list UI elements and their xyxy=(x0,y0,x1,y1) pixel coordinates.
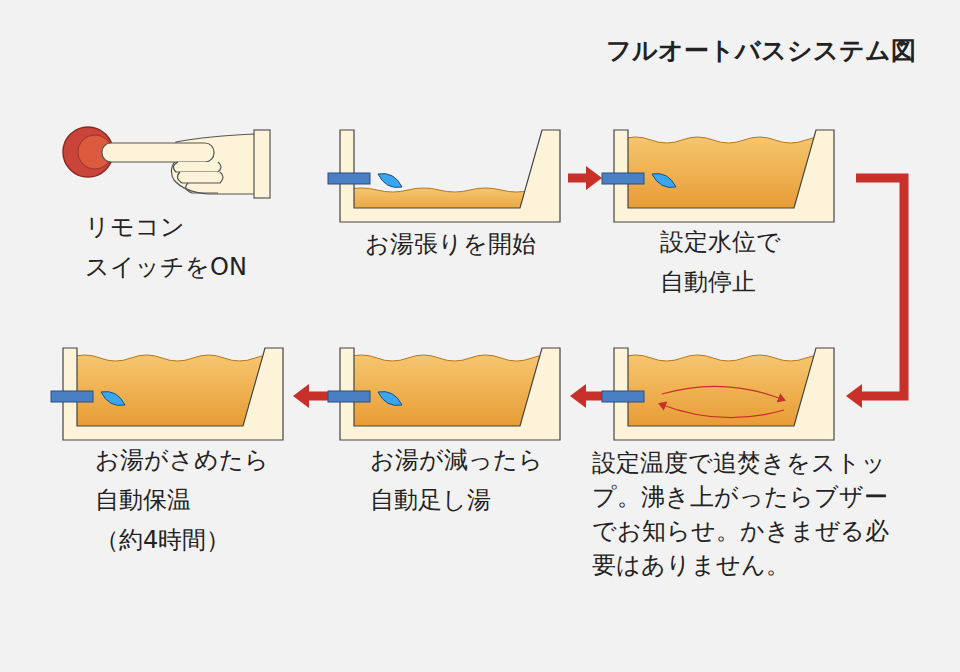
step-caption: お湯が減ったら 自動足し湯 xyxy=(370,440,543,520)
inlet-pipe xyxy=(602,391,644,402)
bath-step: お湯張りを開始 xyxy=(340,130,560,222)
bathtub-shape xyxy=(614,348,834,440)
remote-step: リモコン スイッチをON xyxy=(58,122,272,196)
finger xyxy=(102,143,214,162)
flow-arrow xyxy=(856,178,904,396)
inlet-pipe xyxy=(328,391,370,402)
water-surface xyxy=(620,355,837,361)
finger-curl xyxy=(177,172,223,183)
inlet-pipe xyxy=(51,391,93,402)
bathtub-shape xyxy=(340,348,560,440)
bathtub-shape xyxy=(614,130,834,222)
remote-illustration xyxy=(58,122,272,196)
step-caption: リモコン スイッチをON xyxy=(85,207,247,287)
water-flow xyxy=(378,174,402,188)
bath-step: 設定水位で 自動停止 xyxy=(614,130,834,222)
water-flow xyxy=(101,392,125,406)
step-caption: 設定温度で追焚きをストップ。沸き上がったらブザーでお知らせ。かきまぜる必要はあり… xyxy=(592,446,896,582)
step-caption: お湯がさめたら 自動保温 （約4時間） xyxy=(95,440,269,560)
inlet-pipe xyxy=(328,173,370,184)
hand xyxy=(102,130,270,198)
bath-step: 設定温度で追焚きをストップ。沸き上がったらブザーでお知らせ。かきまぜる必要はあり… xyxy=(614,348,834,440)
tub-frame xyxy=(63,348,283,440)
tub-frame xyxy=(340,348,560,440)
circulation-arrow xyxy=(660,404,784,418)
water-flow xyxy=(378,392,402,406)
tub-frame xyxy=(614,348,834,440)
water-surface xyxy=(346,355,563,361)
circulation-arrow xyxy=(662,386,784,400)
bathtub-shape xyxy=(340,130,560,222)
step-caption: お湯張りを開始 xyxy=(365,224,536,264)
inlet-pipe xyxy=(602,173,644,184)
flow-arrow xyxy=(309,392,328,401)
tub-frame xyxy=(340,130,560,222)
flow-arrow xyxy=(586,392,602,401)
finger-curl xyxy=(173,162,221,172)
cuff xyxy=(254,130,270,198)
bath-step: お湯がさめたら 自動保温 （約4時間） xyxy=(63,348,283,440)
tub-frame xyxy=(614,130,834,222)
water-flow xyxy=(652,174,676,188)
bathtub-shape xyxy=(63,348,283,440)
flow-arrow xyxy=(568,174,586,183)
step-caption: 設定水位で 自動停止 xyxy=(660,222,781,302)
water-surface xyxy=(69,355,286,361)
bath-step: お湯が減ったら 自動足し湯 xyxy=(340,348,560,440)
diagram-title: フルオートバスシステム図 xyxy=(606,34,916,67)
finger-curl xyxy=(186,183,218,193)
water-surface xyxy=(620,137,837,143)
